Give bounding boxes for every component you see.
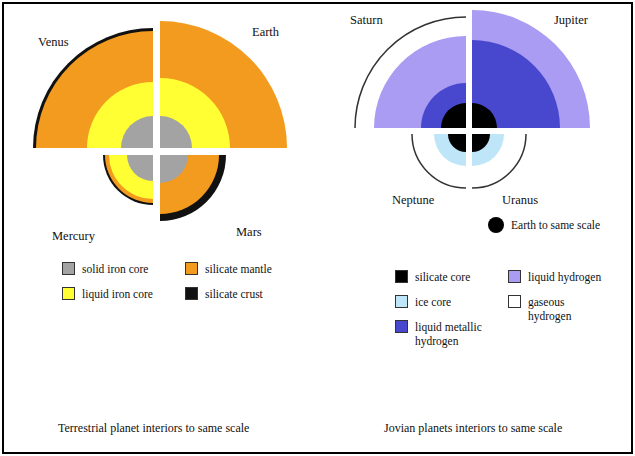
- legend-text: Earth to same scale: [511, 218, 600, 232]
- legend-swatch: [395, 270, 408, 283]
- planet-name: Saturn: [350, 12, 383, 28]
- legend-swatch: [508, 270, 521, 283]
- legend-item: ice core: [395, 295, 451, 309]
- uranus-quadrant: [472, 134, 526, 188]
- mars-quadrant: [160, 155, 226, 221]
- legend-swatch: [62, 262, 75, 275]
- legend-item: liquid hydrogen: [508, 270, 601, 284]
- planet-name: Neptune: [392, 192, 434, 208]
- legend-item: solid iron core: [62, 262, 148, 276]
- legend-swatch: [185, 287, 198, 300]
- earth-quadrant: [160, 21, 287, 148]
- neptune-quadrant: [412, 134, 466, 188]
- legend-text: liquid metallic hydrogen: [415, 320, 515, 348]
- planet-name: Uranus: [502, 192, 538, 208]
- planet-name: Jupiter: [554, 12, 588, 28]
- legend-text: liquid iron core: [82, 287, 153, 301]
- legend-item: silicate mantle: [185, 262, 272, 276]
- jupiter-quadrant: [472, 10, 590, 128]
- legend-circle: [488, 217, 504, 233]
- planet-name: Mars: [236, 224, 262, 240]
- legend-item: silicate crust: [185, 287, 263, 301]
- legend-item: silicate core: [395, 270, 470, 284]
- mercury-quadrant: [103, 155, 153, 205]
- legend-item: liquid iron core: [62, 287, 153, 301]
- legend-item: liquid metallic hydrogen: [395, 320, 515, 348]
- legend-swatch: [508, 295, 521, 308]
- planet-name: Earth: [252, 24, 279, 40]
- legend-text: gaseous hydrogen: [528, 295, 603, 323]
- legend-text: liquid hydrogen: [528, 270, 601, 284]
- legend-item: gaseous hydrogen: [508, 295, 603, 323]
- venus-quadrant: [33, 28, 153, 148]
- legend-swatch: [395, 295, 408, 308]
- legend-text: silicate crust: [205, 287, 263, 301]
- panel-caption: Terrestrial planet interiors to same sca…: [58, 420, 249, 436]
- planet-name: Mercury: [52, 228, 95, 244]
- legend-text: ice core: [415, 295, 451, 309]
- panel-caption: Jovian planets interiors to same scale: [384, 420, 562, 436]
- legend-swatch: [185, 262, 198, 275]
- legend-text: silicate core: [415, 270, 470, 284]
- legend-swatch: [395, 320, 408, 333]
- legend-swatch: [62, 287, 75, 300]
- frame: [3, 3, 632, 453]
- legend-item: Earth to same scale: [488, 218, 600, 233]
- legend-text: silicate mantle: [205, 262, 272, 276]
- planet-name: Venus: [38, 34, 69, 50]
- legend-text: solid iron core: [82, 262, 148, 276]
- saturn-quadrant: [355, 17, 466, 128]
